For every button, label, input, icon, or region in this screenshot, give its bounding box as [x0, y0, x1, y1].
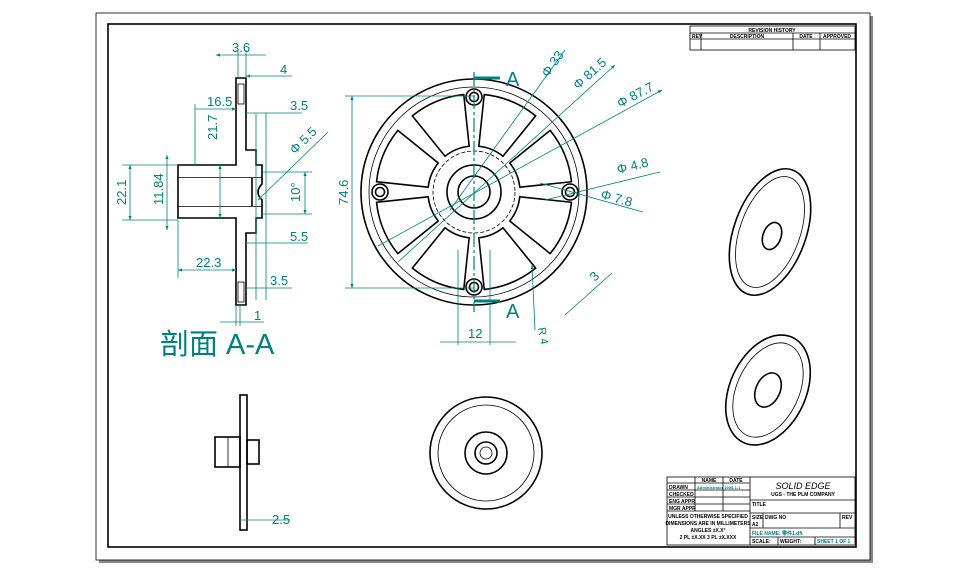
mounting-hole: [374, 186, 386, 198]
size-value: A2: [752, 522, 759, 528]
spoke-window: [375, 129, 440, 188]
dim-label: 12: [468, 326, 482, 341]
date-col: DATE: [799, 34, 813, 40]
spoke-window: [478, 226, 537, 291]
dim-label: 2.5: [272, 512, 290, 527]
dim-label: 1: [254, 308, 261, 323]
rear-view: [429, 396, 543, 510]
mounting-hole: [564, 186, 576, 198]
brand-logo-text: SOLID EDGE: [775, 481, 831, 491]
dim-label: 21.7: [205, 115, 220, 140]
dwg-label: DWG NO: [765, 515, 786, 521]
drawn-name: Administrator 2008-1-1: [697, 485, 741, 490]
isometric-view-2: [724, 334, 812, 446]
spoke-window: [411, 93, 470, 158]
rev-col: REV: [692, 34, 703, 40]
dim-label: 10°: [288, 182, 303, 202]
drawing-frame: [107, 23, 857, 548]
dim-label: 5.5: [290, 229, 308, 244]
section-marker-bottom: A: [506, 301, 520, 323]
dim-label: 22.3: [196, 255, 221, 270]
note: UNLESS OTHERWISE SPECIFIED: [668, 514, 748, 520]
date-header: DATE: [729, 478, 743, 484]
size-label: SIZE: [752, 515, 764, 521]
section-dimensions: 3.6 4 16.5 3.5 21.7 Φ 5.5 22.1 11.84 10°…: [114, 40, 329, 361]
checked-label: CHECKED: [669, 492, 694, 498]
sheet-number: SHEET 1 OF 1: [817, 539, 851, 545]
dim-label: 11.84: [151, 173, 166, 205]
company: UGS - THE PLM COMPANY: [771, 492, 835, 498]
scale-label: SCALE:: [752, 539, 771, 545]
file-name: FILE NAME: 零件1.dft: [752, 530, 803, 537]
rev-label: REV: [842, 515, 853, 521]
spoke-window: [508, 129, 573, 188]
eng-appr-label: ENG APPR: [669, 499, 695, 505]
drawn-label: DRAWN: [669, 485, 688, 491]
title-block: NAME DATE DRAWN Administrator 2008-1-1 C…: [665, 476, 856, 546]
dim-label: 4: [280, 62, 287, 77]
dim-label: 16.5: [207, 94, 232, 109]
dim-label: 3.5: [290, 98, 308, 113]
dim-label: 22.1: [114, 180, 129, 205]
section-title: 剖面 A-A: [160, 328, 275, 361]
description-col: DESCRIPTION: [730, 34, 765, 40]
revision-table: REVISION HISTORY REV DESCRIPTION DATE AP…: [689, 25, 856, 51]
dim-label: 74.6: [336, 180, 351, 205]
side-view: 2.5: [214, 394, 290, 531]
spoke-window: [508, 196, 573, 255]
revision-title: REVISION HISTORY: [748, 28, 796, 34]
dim-label: R 4: [535, 326, 550, 345]
approved-col: APPROVED: [823, 34, 851, 40]
note: DIMENSIONS ARE IN MILLIMETERS: [665, 521, 751, 527]
note: ANGLES ±X.X°: [690, 528, 725, 534]
mgr-appr-label: MGR APPR: [669, 506, 696, 512]
spoke-window: [375, 196, 440, 255]
name-header: NAME: [702, 478, 717, 484]
title-label: TITLE: [752, 502, 767, 508]
mounting-hole: [371, 183, 389, 201]
note: 2 PL ±X.XX 3 PL ±X.XXX: [680, 535, 737, 541]
dim-label: 3.6: [232, 40, 250, 55]
isometric-view-1: [728, 167, 812, 297]
section-marker-top: A: [506, 69, 520, 91]
spoke-window: [478, 93, 537, 158]
dim-label: 3.5: [270, 273, 288, 288]
weight-label: WEIGHT:: [780, 539, 801, 545]
